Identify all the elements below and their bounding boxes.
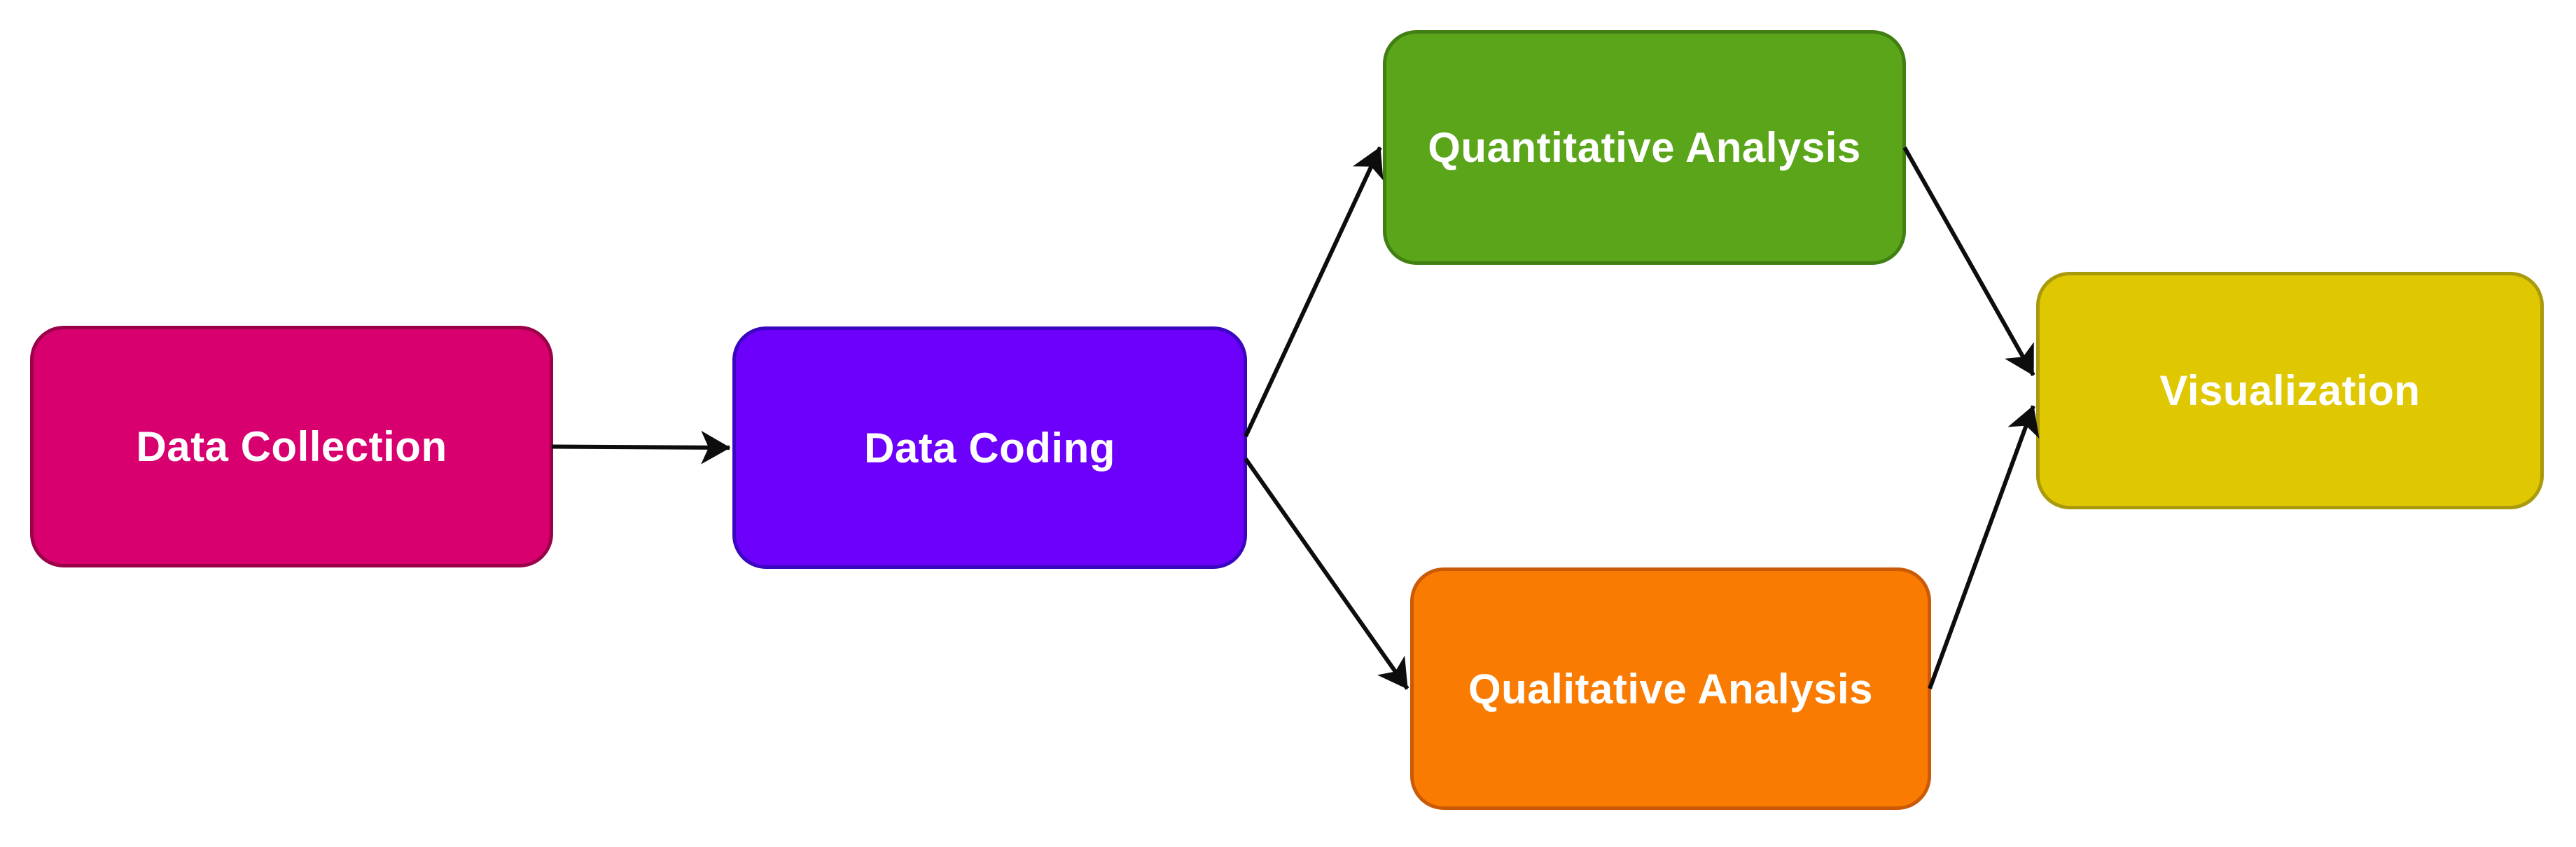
node-label-data-coding: Data Coding [864, 424, 1115, 471]
node-data-coding[interactable]: Data Coding [732, 326, 1247, 569]
node-quantitative-analysis[interactable]: Quantitative Analysis [1383, 30, 1906, 265]
node-label-visualization: Visualization [2159, 367, 2421, 414]
node-data-collection[interactable]: Data Collection [30, 326, 553, 567]
edge-qualitative-analysis-to-visualization [1928, 405, 2040, 690]
edge-data-coding-to-qualitative-analysis [1244, 457, 1409, 690]
edge-data-coding-to-quantitative-analysis [1244, 146, 1384, 438]
edge-data-collection-to-data-coding [551, 430, 731, 464]
node-qualitative-analysis[interactable]: Qualitative Analysis [1410, 567, 1931, 810]
node-label-qualitative-analysis: Qualitative Analysis [1468, 665, 1873, 712]
node-label-data-collection: Data Collection [136, 423, 447, 470]
edge-quantitative-analysis-to-visualization [1902, 146, 2035, 376]
node-visualization[interactable]: Visualization [2036, 272, 2544, 509]
node-label-quantitative-analysis: Quantitative Analysis [1428, 124, 1861, 171]
